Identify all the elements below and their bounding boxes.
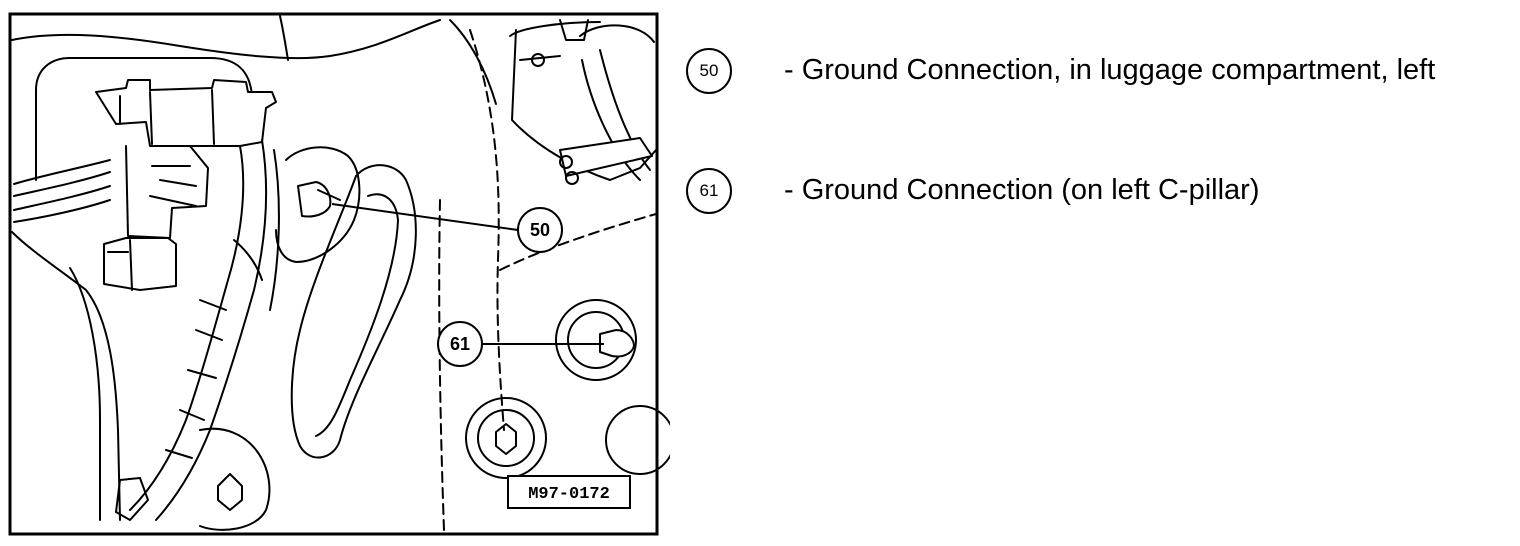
legend-item-50: 50 - Ground Connection, in luggage compa… [680, 42, 1510, 102]
callout-61: 61 [437, 321, 604, 367]
legend-number-61: 61 [686, 168, 732, 214]
legend-item-61: 61 - Ground Connection (on left C-pillar… [680, 162, 1510, 222]
technical-drawing: 50 61 M97-0172 [8, 12, 670, 536]
reference-code: M97-0172 [528, 485, 610, 504]
callout-50: 50 [331, 203, 563, 253]
illustration [11, 15, 670, 531]
callout-50-label: 50 [530, 220, 550, 240]
callout-61-label: 61 [450, 334, 470, 354]
reference-code-box: M97-0172 [507, 475, 631, 509]
legend-description-61: - Ground Connection (on left C-pillar) [784, 174, 1260, 206]
legend-number-50: 50 [686, 48, 732, 94]
legend-description-50: - Ground Connection, in luggage compartm… [784, 54, 1436, 86]
